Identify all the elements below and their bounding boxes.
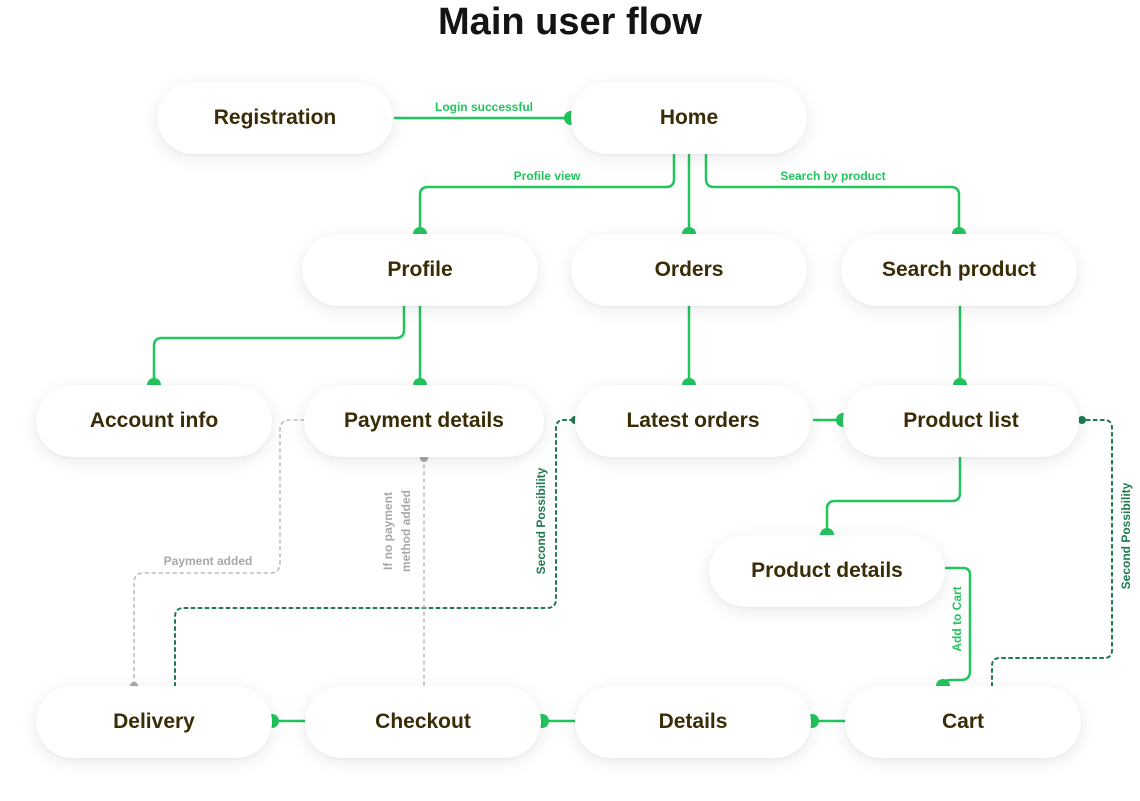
node-payment-details[interactable]: Payment details [304, 385, 544, 457]
node-orders[interactable]: Orders [571, 234, 807, 306]
label-add-to-cart: Add to Cart [950, 586, 964, 651]
node-product-list[interactable]: Product list [843, 385, 1079, 457]
label-no-payment-2: method added [399, 490, 413, 572]
node-account-info[interactable]: Account info [36, 385, 272, 457]
label-login-successful: Login successful [435, 100, 533, 114]
node-cart[interactable]: Cart [845, 686, 1081, 758]
node-details[interactable]: Details [575, 686, 811, 758]
node-registration[interactable]: Registration [157, 82, 393, 154]
edge-delivery-latest-dotted [174, 419, 576, 687]
node-home[interactable]: Home [571, 82, 807, 154]
edge-payment-delivery-dotted [133, 419, 305, 687]
label-payment-added: Payment added [164, 554, 253, 568]
node-product-details[interactable]: Product details [709, 535, 945, 607]
label-search-by-product: Search by product [780, 169, 885, 183]
node-delivery[interactable]: Delivery [36, 686, 272, 758]
diagram-title: Main user flow [438, 1, 702, 43]
label-no-payment-1: If no payment [381, 492, 395, 570]
edge-home-search [704, 153, 961, 236]
connector-dot-small [1078, 416, 1086, 424]
node-profile[interactable]: Profile [302, 234, 538, 306]
edge-profile-account [152, 304, 406, 387]
node-checkout[interactable]: Checkout [305, 686, 541, 758]
label-profile-view: Profile view [514, 169, 581, 183]
label-second-possibility-right: Second Possibility [1119, 482, 1133, 589]
edge-home-profile [418, 153, 676, 236]
edge-cart-productlist-dotted [991, 419, 1113, 687]
edge-productlist-productdetails [825, 454, 962, 537]
label-second-possibility-left: Second Possibility [534, 467, 548, 574]
node-latest-orders[interactable]: Latest orders [575, 385, 811, 457]
node-search-product[interactable]: Search product [841, 234, 1077, 306]
